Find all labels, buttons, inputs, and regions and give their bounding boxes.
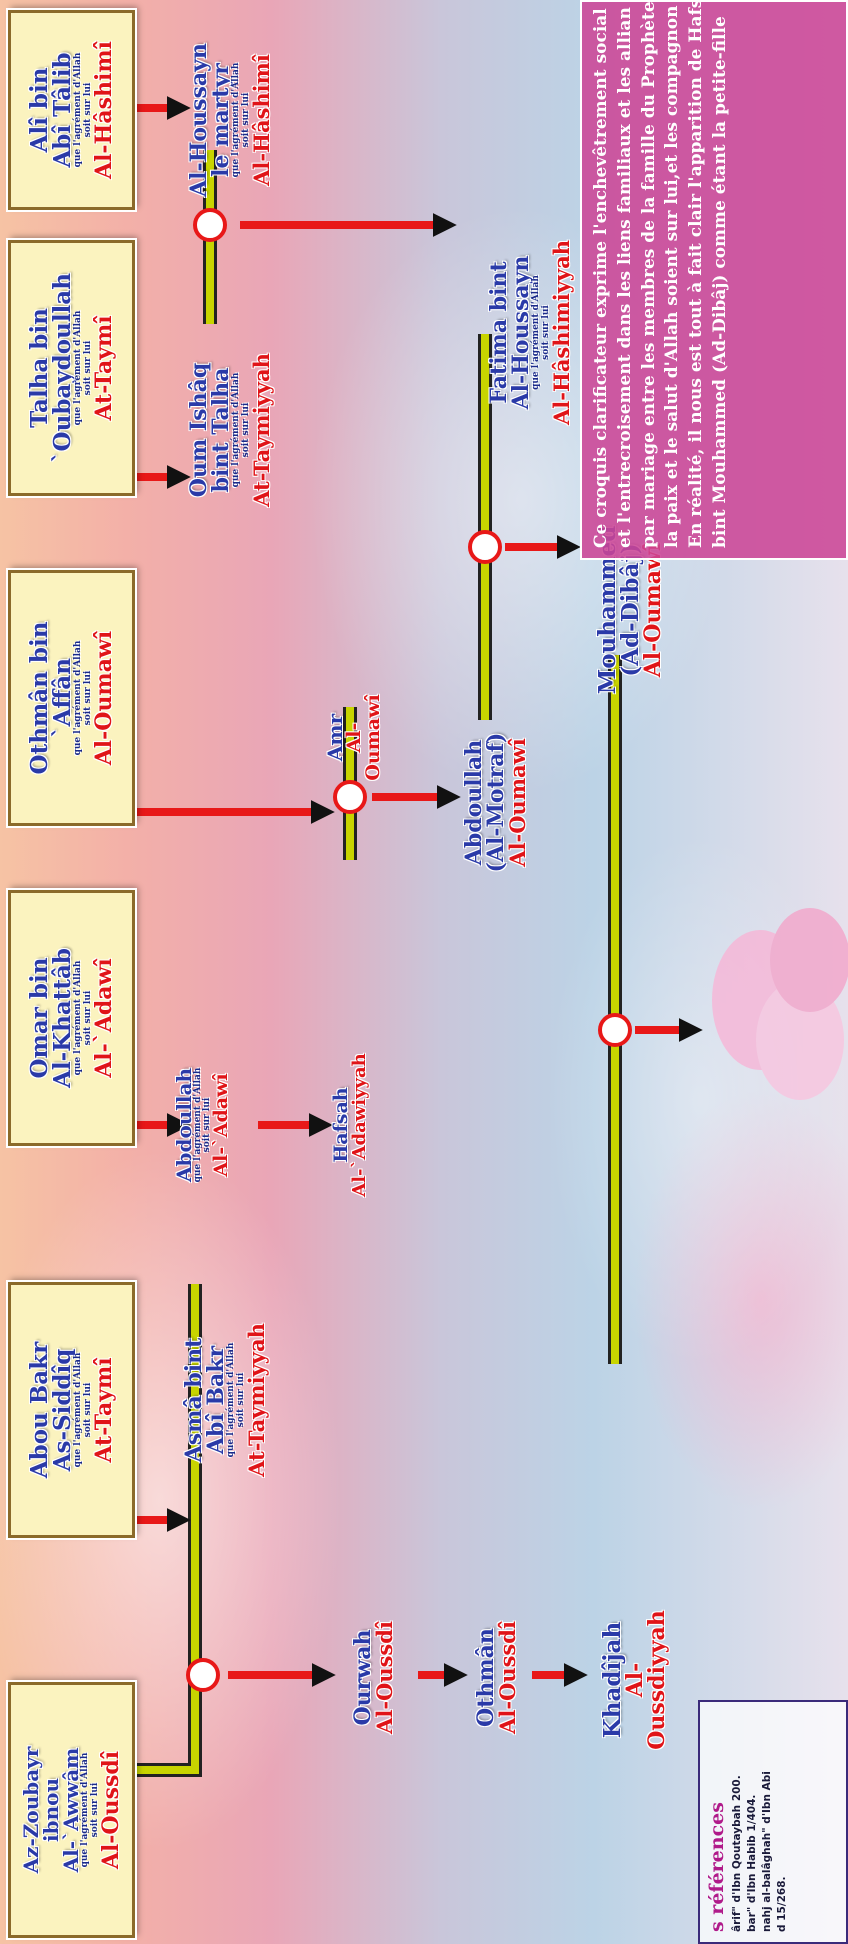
flower-decoration <box>712 908 848 1100</box>
person-name-line: le martyr <box>208 63 235 177</box>
reference-item: ârif" d'Ibn Qoutaybah 200. <box>731 1775 743 1932</box>
root-tribe: Al-Oussdî <box>97 1750 124 1870</box>
references-title: s références <box>706 1802 728 1932</box>
person-name-line: (Al-Motraf) <box>482 732 509 873</box>
person-name-line: Oum Ishâq <box>186 362 213 498</box>
root-tribe: Al-Oumawî <box>90 630 117 766</box>
person-tribe: At-Taymiyyah <box>248 353 274 507</box>
description-line: par mariage entre les membres de la fami… <box>638 1 659 548</box>
root-tribe: Al-Hâshimî <box>90 41 117 179</box>
root-name-line: ibnou <box>39 1778 64 1843</box>
description-line: et l'entrecroisement dans les liens fami… <box>614 7 635 548</box>
root-name-line: Az-Zoubayr <box>19 1746 44 1874</box>
description-line: bint Mouhammed (Ad-Dibâj) comme étant la… <box>709 16 730 548</box>
root-name-line: `Affân <box>49 658 77 738</box>
root-name-line: Abou Bakr <box>26 1341 54 1479</box>
root-name-line: Alî bin <box>26 67 54 153</box>
root-name-line: Talha bin <box>26 308 54 428</box>
person-tribe: Al-Oumawî <box>640 542 666 678</box>
person-tribe: Al-Hâshimî <box>248 54 274 186</box>
root-tribe: At-Taymî <box>90 315 117 421</box>
description-line: la paix et le salut d'Allah soient sur l… <box>662 5 683 548</box>
person-tribe: Al-Oumawî <box>342 694 384 781</box>
person-tribe: Al-`Adawiyyah <box>349 1053 370 1197</box>
root-name-line: Al-Khattâb <box>49 948 77 1088</box>
person-name-line: Abdoullah <box>460 739 487 866</box>
person-name-line: bint Talha <box>208 367 235 493</box>
root-name-line: Omar bin <box>26 957 54 1079</box>
reference-item: bar" d'Ibn Habib 1/404. <box>746 1794 758 1932</box>
person-tribe: Al-`Adawî <box>210 1073 233 1177</box>
root-name-line: Abî Tâlib <box>49 52 77 168</box>
root-name-line: Al-`Awwâm <box>59 1747 84 1873</box>
root-tribe: Al-`Adawî <box>90 958 117 1078</box>
person-tribe: Al-Hâshimiyyah <box>548 240 574 425</box>
person-name-line: Abî Bakr <box>203 1345 230 1455</box>
reference-item: nahj al-balâghah" d'Ibn Abi <box>761 1771 773 1932</box>
person-tribe: Al-Oumawî <box>504 738 530 867</box>
union-zoubayr-asma <box>186 1658 220 1692</box>
root-name-line: As-Siddîq <box>49 1348 77 1472</box>
person-name-line: Othmân <box>473 1628 499 1727</box>
root-tribe: At-Taymî <box>90 1357 117 1463</box>
person-tribe: Al-Oussdî <box>495 1621 520 1734</box>
person-name-line: (Ad-Dibâj) <box>617 543 644 677</box>
union-khadijah-mouhammed <box>598 1013 632 1047</box>
description-panel: Ce croquis clarificateur exprime l'enche… <box>580 0 848 560</box>
union-hafsah-amr <box>333 780 367 814</box>
person-mouhammed: Mouhammed(Ad-Dibâj)Al-Oumawî <box>570 526 690 695</box>
union-abdoullah-fatima <box>468 530 502 564</box>
person-tribe: Al-Oussdiyyah <box>621 1610 670 1750</box>
person-tribe: At-Taymiyyah <box>243 1323 269 1477</box>
person-name-line: Khadîjah <box>598 1621 626 1739</box>
person-name-line: Ourwah <box>350 1629 376 1726</box>
root-name-line: `Oubaydoullah <box>49 273 77 463</box>
reference-item: d 15/268. <box>776 1876 788 1932</box>
person-name-line: Amr <box>322 713 347 762</box>
person-name-line: Al-Houssayn <box>508 255 535 410</box>
person-name-line: Fatima bint <box>486 261 513 404</box>
root-name-line: Othmân bin <box>26 621 54 775</box>
person-name-line: Abdoullah <box>171 1067 196 1183</box>
person-name-line: Asmâ bint <box>181 1337 208 1463</box>
person-name-line: Al-Houssayn <box>186 43 213 197</box>
person-tribe: Al-Oussdî <box>372 1621 397 1734</box>
description-line: Ce croquis clarificateur exprime l'enche… <box>591 8 611 548</box>
union-oumishaq-houssayn <box>193 208 227 242</box>
description-line: En réalité, il nous est tout à fait clai… <box>686 0 707 548</box>
person-abdoullah_motraf: Abdoullah(Al-Motraf)Al-Oumawî <box>445 725 545 880</box>
